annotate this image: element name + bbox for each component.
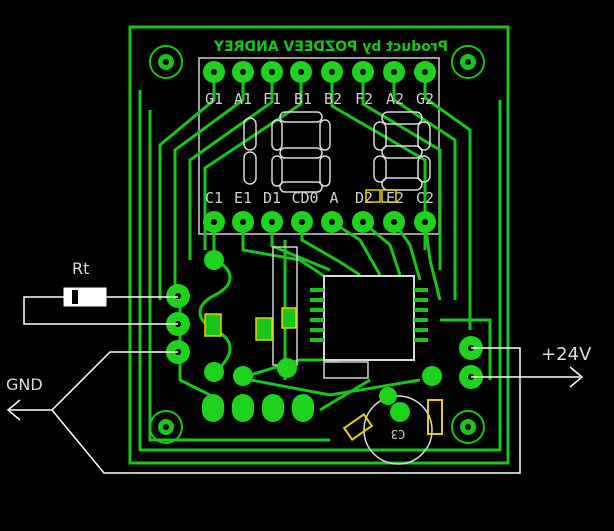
mounting-hole-icon	[451, 45, 485, 79]
resistor-label: Rt	[72, 259, 89, 278]
arrow-left-icon	[6, 399, 21, 421]
svg-text:C3: C3	[391, 427, 405, 441]
pin-label: CD0	[291, 189, 318, 207]
pin-label: G2	[416, 90, 434, 108]
seven-segment-digits	[243, 111, 431, 193]
mounting-hole-icon	[149, 410, 183, 444]
pin-label: F1	[263, 90, 281, 108]
top-pin-header	[203, 61, 436, 83]
pin-label: C2	[416, 189, 434, 207]
pin-label: D1	[263, 189, 281, 207]
pin-label: C1	[205, 189, 223, 207]
pin-label: D2	[355, 189, 373, 207]
capacitor-icon	[365, 189, 397, 203]
mounting-hole-icon	[451, 410, 485, 444]
capacitor-icon	[204, 307, 297, 341]
resistor-icon	[63, 287, 107, 307]
board-title-mirrored: Product by POZDEEV ANDREY	[213, 39, 448, 55]
pin-label: A1	[234, 90, 252, 108]
external-wires	[10, 296, 580, 474]
right-connector	[459, 336, 483, 389]
display-outline	[198, 57, 440, 235]
ic-chip-icon	[310, 275, 428, 379]
pin-label: G1	[205, 90, 223, 108]
arrow-right-icon	[569, 366, 584, 388]
supply-label: +24V	[541, 344, 592, 365]
pin-label: B1	[294, 90, 312, 108]
mounting-hole-icon	[149, 45, 183, 79]
top-pin-labels: G1 A1 F1 B1 B2 F2 A2 G2	[205, 90, 434, 108]
pin-label: A2	[386, 90, 404, 108]
pin-label: E1	[234, 189, 252, 207]
ground-label: GND	[6, 375, 43, 394]
pcb-board-outline	[128, 25, 510, 465]
pin-label: E2	[386, 189, 404, 207]
electrolytic-capacitor: C3	[342, 387, 443, 465]
component-pads	[202, 250, 442, 422]
pin-label: A	[329, 189, 338, 207]
bottom-pin-header	[203, 211, 436, 233]
pin-label: F2	[355, 90, 373, 108]
pin-label: B2	[324, 90, 342, 108]
